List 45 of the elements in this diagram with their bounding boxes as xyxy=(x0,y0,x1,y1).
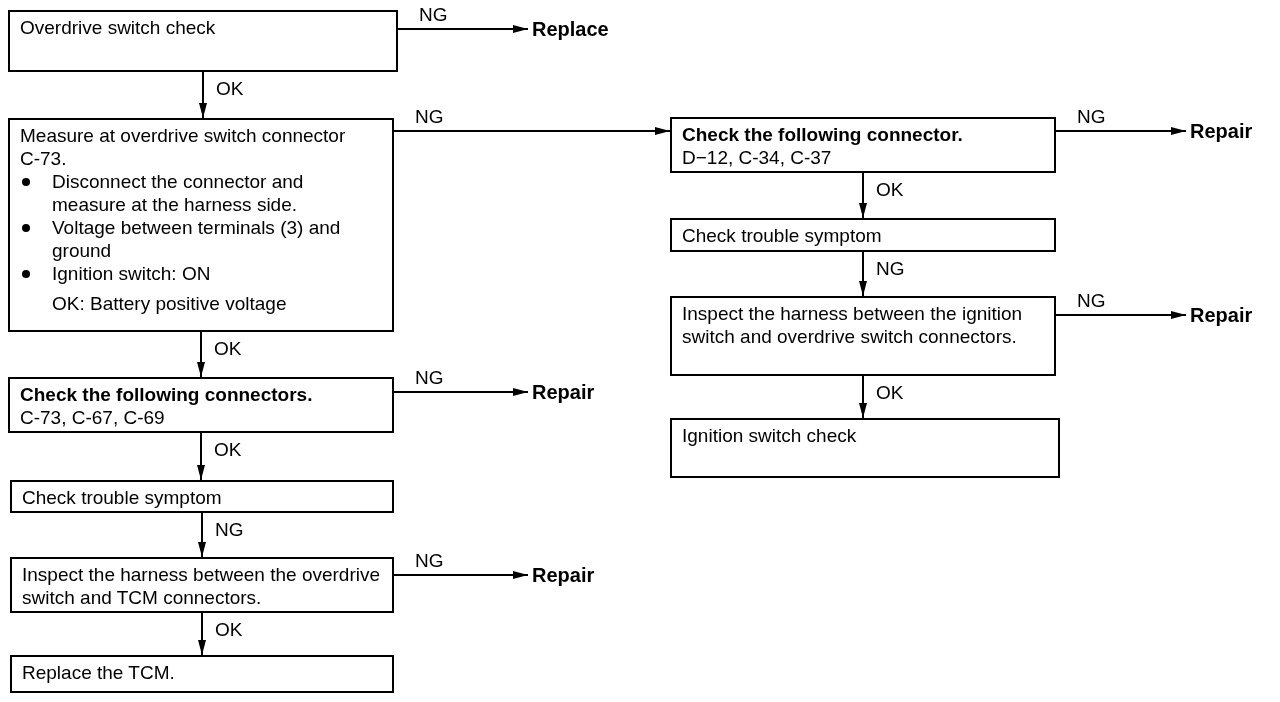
outcome-label: Repair xyxy=(1190,303,1253,327)
outcome-label: Repair xyxy=(532,563,595,587)
arrow xyxy=(393,388,529,396)
process-box xyxy=(670,117,1056,173)
arrow xyxy=(393,127,671,135)
arrow xyxy=(198,612,206,656)
process-box xyxy=(10,655,394,693)
arrow xyxy=(393,571,529,579)
process-box xyxy=(10,480,394,513)
process-box xyxy=(10,557,394,613)
step-text: Inspect the harness between the overdrive switch and TCM connectors. xyxy=(22,563,382,609)
arrow xyxy=(199,71,207,119)
process-box xyxy=(670,296,1056,376)
outcome-label: Repair xyxy=(532,380,595,404)
step-text: Inspect the harness between the ignition switch and overdrive switch connectors. xyxy=(682,302,1024,348)
step-text: Check trouble symptom xyxy=(682,224,883,247)
arrow xyxy=(1055,127,1187,135)
arrow xyxy=(859,375,867,419)
step-text: Check the following connector. xyxy=(682,123,964,146)
arrow xyxy=(859,172,867,219)
step-text: Ignition switch check xyxy=(682,424,858,447)
step-text: Overdrive switch check xyxy=(20,16,217,39)
process-box xyxy=(8,118,394,332)
process-box xyxy=(8,377,394,433)
step-text: C-73, C-67, C-69 xyxy=(20,406,166,429)
step-text: Check trouble symptom xyxy=(22,486,223,509)
arrow xyxy=(197,432,205,481)
arrow xyxy=(397,25,529,33)
process-box xyxy=(670,418,1060,478)
step-text: Check the following connectors. xyxy=(20,383,314,406)
outcome-label: Repair xyxy=(1190,119,1253,143)
step-text: Ignition switch: ON xyxy=(52,262,211,285)
step-text: OK: Battery positive voltage xyxy=(52,292,288,315)
process-box xyxy=(8,10,398,72)
process-box xyxy=(670,218,1056,252)
arrow xyxy=(198,512,206,558)
step-text: Disconnect the connector and measure at the harness side. xyxy=(52,170,305,216)
arrow xyxy=(859,251,867,297)
arrow xyxy=(197,331,205,378)
step-text: D−12, C-34, C-37 xyxy=(682,146,833,169)
arrow xyxy=(1055,311,1187,319)
step-text: Measure at overdrive switch connector C-73. xyxy=(20,124,347,170)
step-text: Replace the TCM. xyxy=(22,661,176,684)
outcome-label: Replace xyxy=(532,17,609,41)
step-text: Voltage between terminals (3) and ground xyxy=(52,216,342,262)
